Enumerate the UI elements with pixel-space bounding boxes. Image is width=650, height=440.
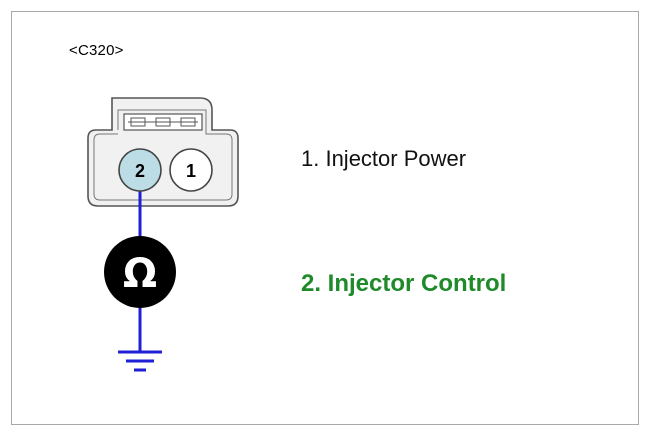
pin-2: 2 (118, 148, 162, 192)
ohmmeter-body (104, 236, 176, 308)
pin-2-label: 2. Injector Control (301, 270, 507, 297)
pin-1-circle (169, 148, 213, 192)
ohmmeter-icon: Ω (104, 236, 176, 308)
pin-1: 1 (169, 148, 213, 192)
connector-id-label: <C320> (69, 42, 124, 59)
pin-1-number: 1 (186, 161, 196, 181)
pin-2-number: 2 (135, 161, 145, 181)
pin-1-label: 1. Injector Power (301, 146, 467, 171)
ground-icon (118, 350, 162, 372)
connector-inner-outline (93, 109, 233, 201)
diagram-frame (11, 11, 639, 425)
ohmmeter-symbol: Ω (123, 251, 157, 297)
pin-2-circle (118, 148, 162, 192)
connector-c320 (87, 97, 239, 207)
